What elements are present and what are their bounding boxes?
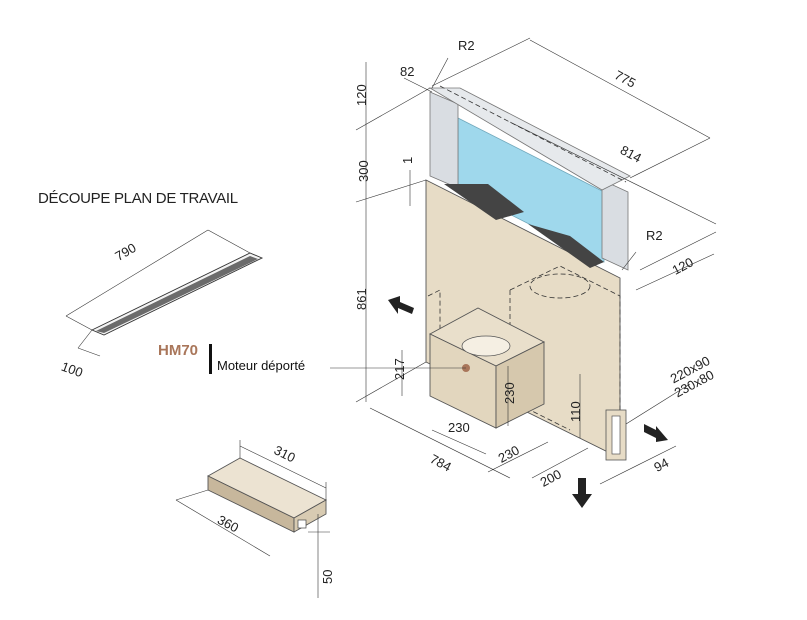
- hood-unit: [330, 85, 668, 508]
- mb-width-label: 310: [272, 442, 298, 465]
- bottom-width-label: 784: [428, 451, 454, 474]
- bottom-width-dim: [369, 407, 511, 479]
- cutout-length-dim-line: [65, 229, 209, 317]
- radius-side-leader: [621, 251, 637, 271]
- hood-frame-top: [428, 87, 631, 191]
- glass-width-label: 775: [612, 67, 638, 90]
- radius-top-leader: [431, 57, 449, 89]
- cutout-ext-1: [65, 315, 93, 331]
- mb-depth-label: 360: [215, 512, 241, 535]
- motor-box-port: [297, 519, 307, 529]
- airflow-arrow-down: [572, 478, 592, 508]
- outlet-dim: [599, 445, 677, 485]
- hood-frame-left: [429, 91, 459, 189]
- cutout-length-label: 790: [112, 240, 138, 264]
- cutout-ext-2: [207, 229, 251, 254]
- radius-side-label: R2: [646, 228, 663, 243]
- rise-label: 300: [356, 160, 371, 182]
- side-depth-dim: [635, 253, 715, 291]
- cutout-width-label: 100: [59, 359, 85, 381]
- hood-frame-right: [601, 179, 629, 271]
- mb-width-dim: [239, 445, 327, 489]
- mb-depth-ext: [175, 489, 209, 501]
- height-ext: [355, 361, 427, 403]
- glass-ext-1: [431, 37, 531, 87]
- radius-top-label: R2: [458, 38, 475, 53]
- model-label: HM70: [158, 342, 199, 359]
- section-title: DÉCOUPE PLAN DE TRAVAIL: [38, 190, 238, 207]
- vent-leader: [625, 383, 691, 425]
- glass-ext-2: [629, 137, 711, 179]
- duct-circle-top: [529, 273, 591, 299]
- edge-label: 82: [400, 64, 414, 79]
- cutout-slot-inner: [96, 256, 258, 333]
- total-width-dim: [509, 121, 717, 225]
- top-offset-label: 120: [354, 84, 369, 106]
- back-dash: [427, 289, 441, 350]
- hood-grille-right: [528, 224, 604, 268]
- duct-w-dim: [531, 447, 589, 479]
- gap-label: 1: [400, 157, 415, 164]
- motor-d-dim: [487, 441, 549, 473]
- side-depth-label: 120: [670, 254, 696, 277]
- airflow-arrow-left: [388, 296, 414, 314]
- cutout-width-dim-line: [77, 347, 101, 357]
- hood-grille-left: [444, 184, 524, 220]
- worktop-cutout: 790 100: [59, 229, 264, 381]
- motor-offset-label: 217: [392, 358, 407, 380]
- motor-fan-circle: [461, 335, 511, 357]
- duct-w-label: 200: [538, 466, 564, 489]
- motor-label: Moteur déporté: [217, 358, 306, 373]
- duct-h-label: 110: [568, 401, 583, 422]
- glass-width-dim: [529, 39, 711, 139]
- motor-box: 310 360 50: [175, 440, 335, 598]
- mb-depth-dim: [175, 499, 271, 557]
- mb-height-label: 50: [320, 570, 335, 584]
- cutout-width-ext: [77, 329, 93, 349]
- edge-dim: [403, 77, 433, 93]
- side-depth-ext: [639, 231, 717, 271]
- height-label: 861: [354, 288, 369, 310]
- motor-w-label: 230: [448, 420, 470, 435]
- motor-d-label: 230: [496, 442, 522, 465]
- rise-ext: [355, 179, 427, 203]
- motor-label-bar: [209, 344, 212, 374]
- motor-w-dim: [431, 429, 487, 455]
- outlet-label: 94: [651, 455, 671, 475]
- top-offset-ext: [355, 87, 431, 131]
- motor-h-label: 230: [502, 382, 517, 404]
- airflow-arrow-right: [644, 424, 668, 442]
- total-width-label: 814: [618, 142, 644, 165]
- outlet-opening: [611, 415, 621, 455]
- hood-top-dash: [439, 85, 627, 183]
- duct-dashed-1: [509, 265, 621, 444]
